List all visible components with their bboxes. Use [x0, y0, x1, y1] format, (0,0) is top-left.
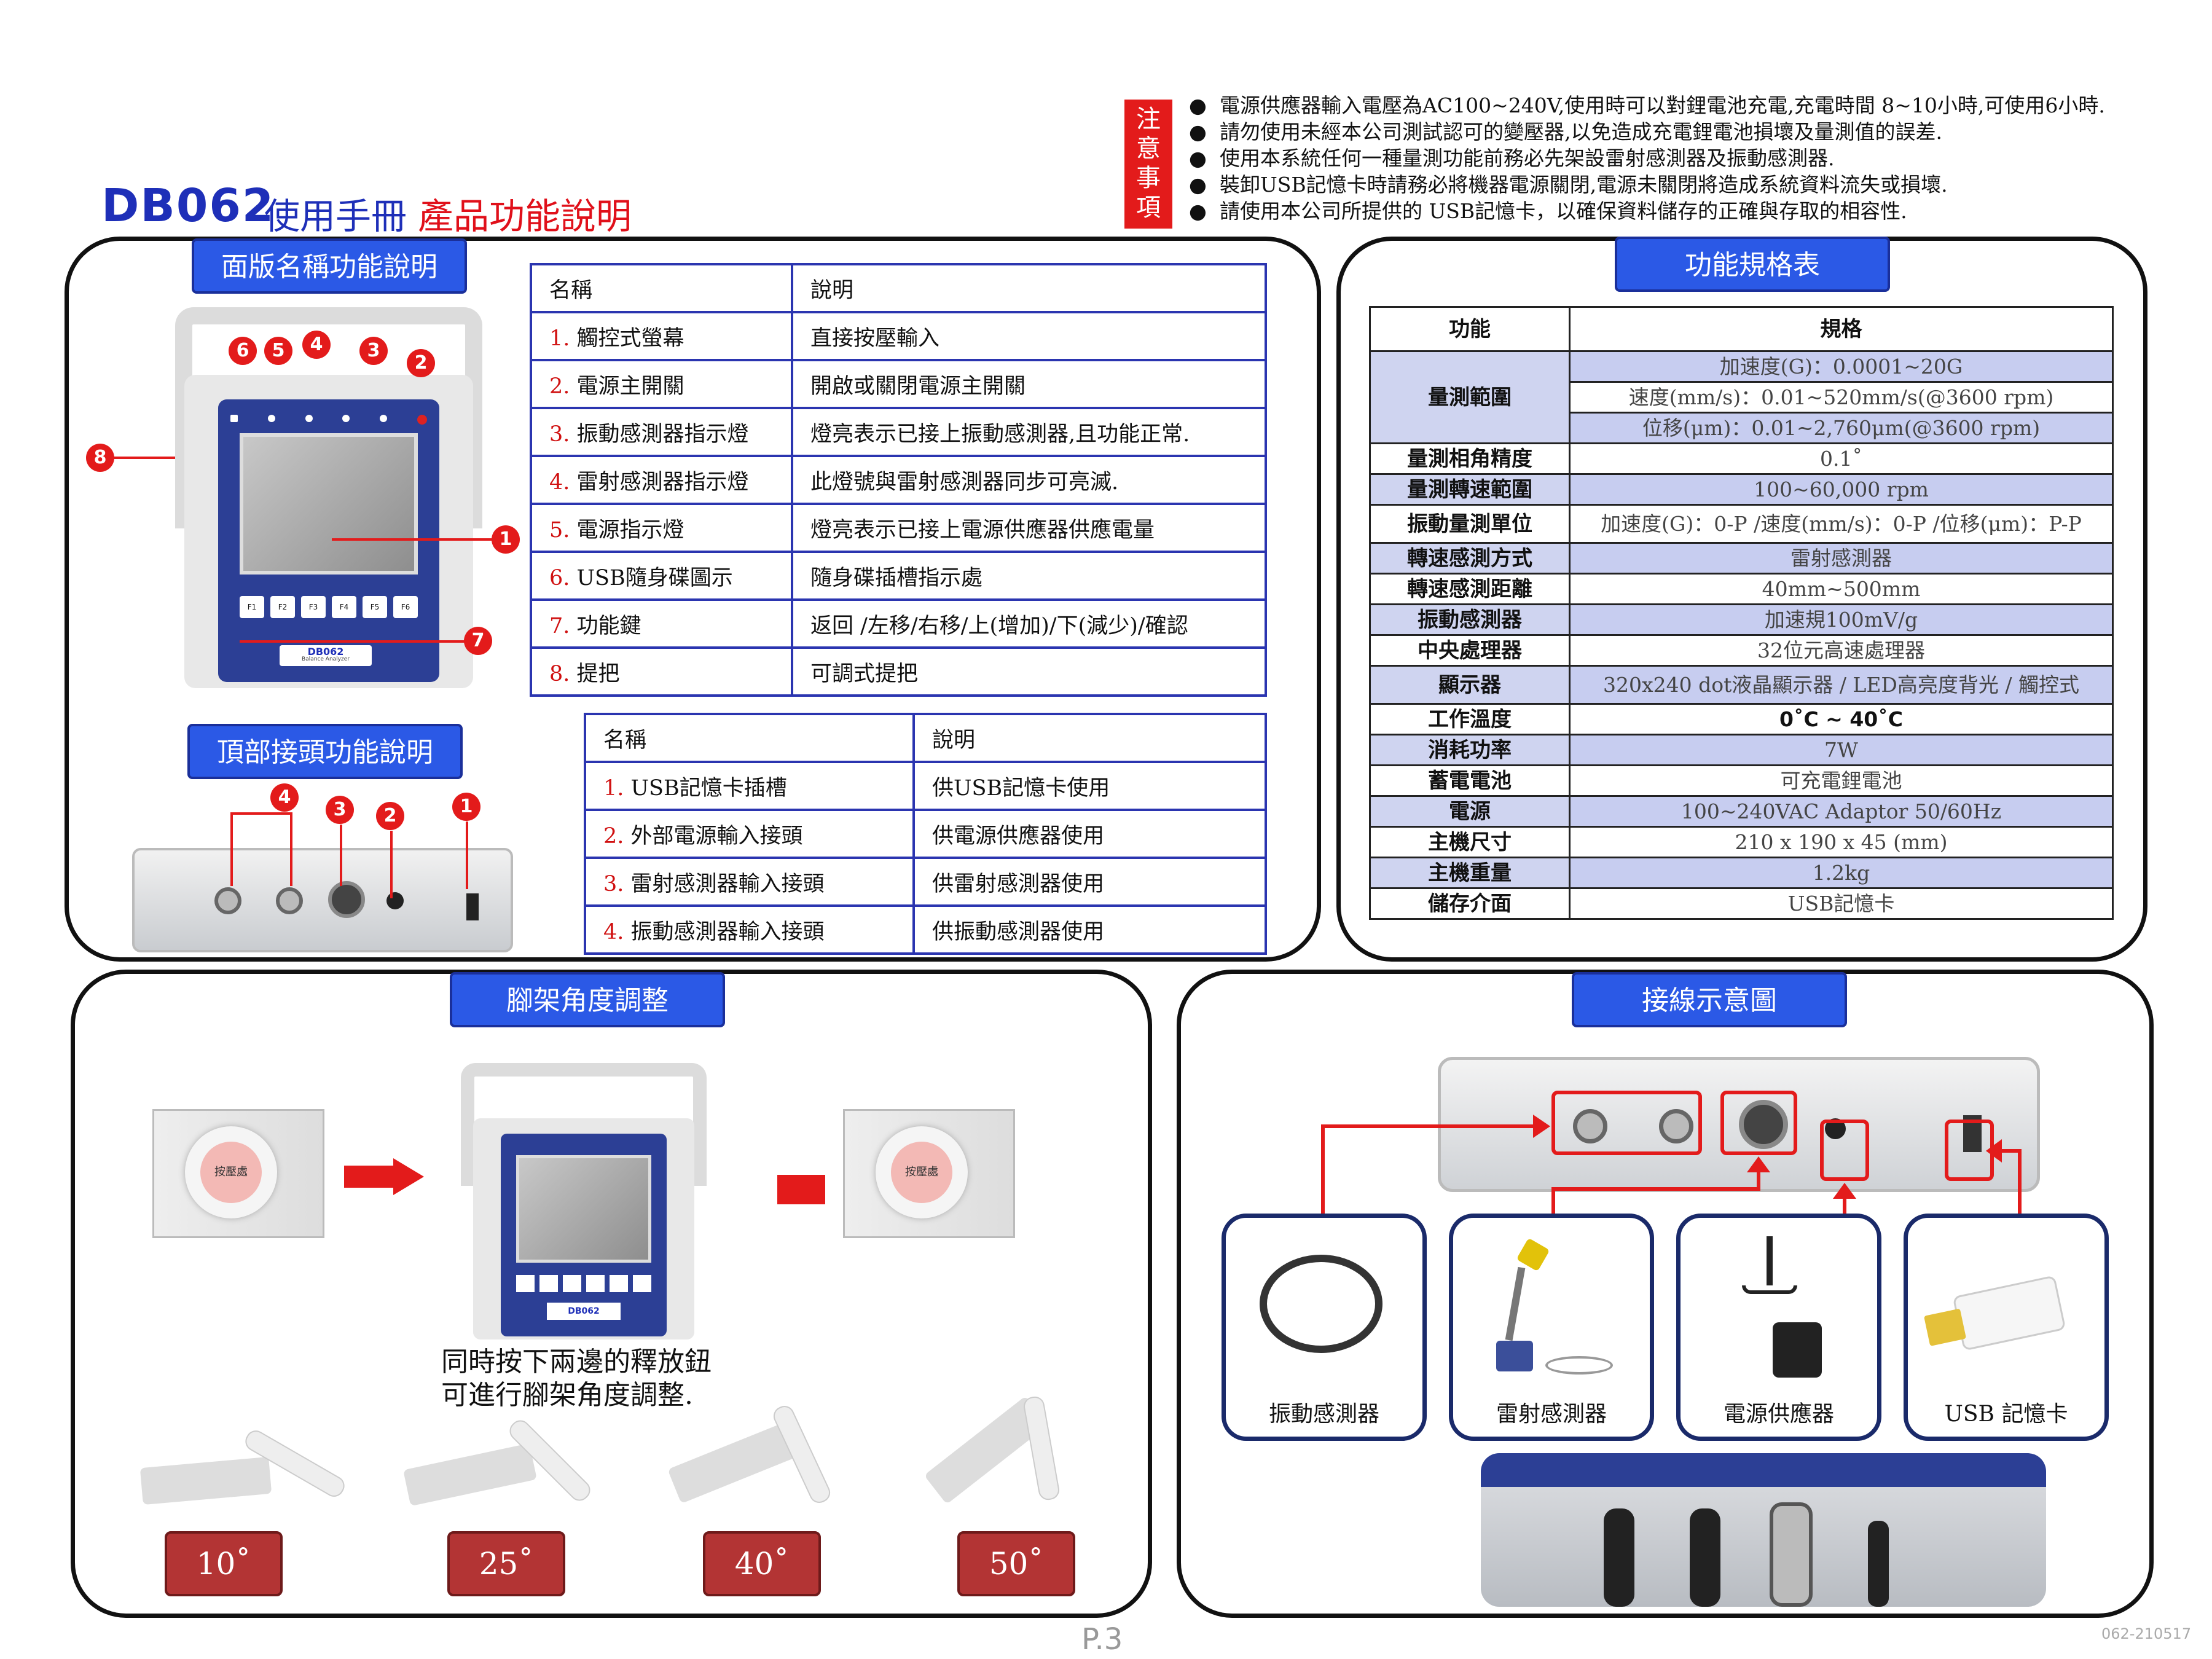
laser-sensor-card: 雷射感測器	[1449, 1214, 1654, 1441]
angle-label: 50˚	[957, 1531, 1075, 1596]
callout-badge: 3	[359, 337, 388, 365]
notice-item: ●請勿使用未經本公司測試認可的變壓器,以免造成充電鋰電池損壞及量測值的誤差.	[1189, 120, 1942, 144]
device-screen	[240, 433, 418, 575]
notice-item: ●請使用本公司所提供的 USB記憶卡，以確保資料儲存的正確與存取的相容性.	[1189, 199, 1907, 223]
stand-instruction: 同時按下兩邊的釋放鈕 可進行腳架角度調整.	[441, 1346, 712, 1411]
table-header: 名稱說明	[584, 713, 1267, 763]
table-header: 名稱說明	[530, 263, 1267, 313]
connected-device-image	[1481, 1453, 2046, 1607]
power-supply-card: 電源供應器	[1676, 1214, 1881, 1441]
callout-badge: 2	[407, 349, 435, 377]
device-front-small-image: DB062	[461, 1063, 707, 1339]
notice-list: ●電源供應器輸入電壓為AC100~240V,使用時可以對鋰電池充電,充電時間 8…	[1189, 92, 2105, 224]
table-row: 6. USB隨身碟圖示隨身碟插槽指示處	[530, 551, 1267, 601]
usb-card-card: USB 記憶卡	[1904, 1214, 2109, 1441]
callout-badge: 4	[270, 783, 299, 812]
callout-badge: 7	[464, 627, 492, 655]
function-keys: F1 F2 F3 F4 F5 F6	[240, 596, 418, 621]
table-row: 轉速感測方式雷射感測器	[1369, 542, 2114, 575]
table-row: 振動感測器加速規100mV/g	[1369, 603, 2114, 636]
specs-tag: 功能規格表	[1615, 237, 1890, 292]
table-row: 8. 提把可調式提把	[530, 646, 1267, 697]
manual-title: 使用手冊	[264, 195, 407, 237]
callout-badge: 6	[229, 337, 257, 365]
notice-label: 注意事項	[1124, 100, 1172, 229]
callout-badge: 1	[452, 793, 480, 821]
table-row: 4. 振動感測器輸入接頭供振動感測器使用	[584, 904, 1267, 955]
table-row: 7. 功能鍵返回 /左移/右移/上(增加)/下(減少)/確認	[530, 598, 1267, 649]
table-row: 5. 電源指示燈燈亮表示已接上電源供應器供應電量	[530, 503, 1267, 553]
callout-badge: 2	[376, 802, 404, 830]
device-brand: DB062 Balance Analyzer	[280, 645, 372, 666]
laser-sensor-image	[1516, 1237, 1550, 1272]
stand-angle-image	[403, 1416, 602, 1512]
stand-angle-image	[139, 1427, 348, 1512]
table-row: 蓄電電池可充電鋰電池	[1369, 764, 2114, 797]
table-row: 4. 雷射感測器指示燈此燈號與雷射感測器同步可亮滅.	[530, 455, 1267, 505]
table-row: 1. 觸控式螢幕直接按壓輸入	[530, 311, 1267, 361]
key-f3: F3	[301, 596, 326, 618]
table-row: 速度(mm/s)：0.01~520mm/s(@3600 rpm)	[1370, 381, 2114, 414]
callout-badge: 8	[86, 444, 114, 472]
model-title: DB062	[101, 179, 275, 232]
stand-angle-image	[667, 1402, 866, 1512]
callout-badge: 5	[264, 337, 292, 365]
specs-table: 功能規格 量測範圍加速度(G)：0.0001~20G 速度(mm/s)：0.01…	[1369, 306, 2114, 920]
section-title: 產品功能說明	[418, 195, 632, 237]
table-row: 2. 電源主開關開啟或關閉電源主開關	[530, 359, 1267, 409]
panel-functions-tag: 面版名稱功能說明	[192, 238, 467, 294]
arrow-right-icon	[344, 1158, 424, 1195]
top-connectors-table: 名稱說明 1. USB記憶卡插槽供USB記憶卡使用 2. 外部電源輸入接頭供電源…	[584, 713, 1267, 955]
callout-badge: 4	[302, 331, 331, 359]
document-code: 062-210517	[2101, 1625, 2192, 1642]
callout-badge: 3	[326, 796, 354, 824]
angle-label: 10˚	[165, 1531, 283, 1596]
device-front-image: F1 F2 F3 F4 F5 F6 DB062 Balance Analyzer	[175, 307, 482, 688]
wiring-tag: 接線示意圖	[1572, 972, 1847, 1027]
notice-item: ●電源供應器輸入電壓為AC100~240V,使用時可以對鋰電池充電,充電時間 8…	[1189, 93, 2105, 117]
page-number: P.3	[1081, 1622, 1123, 1657]
table-row: 3. 振動感測器指示燈燈亮表示已接上振動感測器,且功能正常.	[530, 407, 1267, 457]
table-row: 1. USB記憶卡插槽供USB記憶卡使用	[584, 761, 1267, 811]
dash-icon	[777, 1175, 825, 1204]
panel-functions-table: 名稱說明 1. 觸控式螢幕直接按壓輸入 2. 電源主開關開啟或關閉電源主開關 3…	[530, 263, 1267, 697]
key-f1: F1	[240, 596, 264, 618]
power-supply-image	[1767, 1236, 1773, 1285]
callout-badge: 1	[492, 525, 520, 554]
device-top-image	[132, 848, 513, 952]
table-row: 振動量測單位加速度(G)：0-P /速度(mm/s)：0-P /位移(μm)：P…	[1369, 504, 2114, 544]
notice-item: ●裝卸USB記憶卡時請務必將機器電源關閉,電源未關閉將造成系統資料流失或損壞.	[1189, 173, 1948, 197]
table-header: 功能規格	[1369, 306, 2114, 352]
table-row: 3. 雷射感測器輸入接頭供雷射感測器使用	[584, 857, 1267, 907]
vibration-sensor-card: 振動感測器	[1222, 1214, 1427, 1441]
stand-angle-image	[922, 1389, 1118, 1512]
table-row: 位移(μm)：0.01~2,760μm(@3600 rpm)	[1370, 412, 2114, 444]
key-f4: F4	[332, 596, 356, 618]
angle-label: 25˚	[447, 1531, 565, 1596]
table-row: 2. 外部電源輸入接頭供電源供應器使用	[584, 809, 1267, 859]
key-f2: F2	[270, 596, 295, 618]
key-f5: F5	[363, 596, 387, 618]
top-connectors-tag: 頂部接頭功能說明	[187, 724, 463, 779]
release-button-image: 按壓處	[152, 1109, 324, 1238]
vibration-sensor-image	[1260, 1255, 1382, 1353]
angle-label: 40˚	[703, 1531, 821, 1596]
key-f6: F6	[393, 596, 418, 618]
table-row: 量測範圍加速度(G)：0.0001~20G	[1369, 350, 2114, 444]
stand-tag: 腳架角度調整	[450, 972, 725, 1027]
notice-item: ●使用本系統任何一種量測功能前務必先架設雷射感測器及振動感測器.	[1189, 146, 1835, 170]
release-button-image: 按壓處	[843, 1109, 1015, 1238]
usb-stick-image	[1924, 1275, 2066, 1351]
